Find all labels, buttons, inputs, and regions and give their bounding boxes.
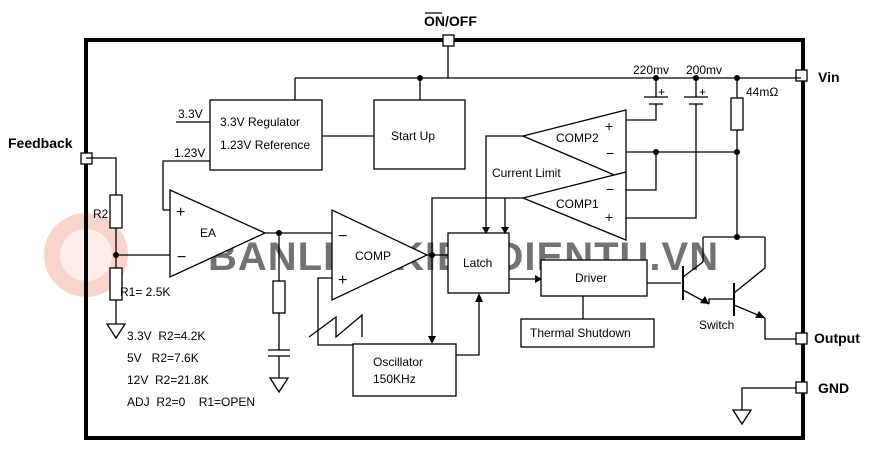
wire (733, 267, 766, 294)
regulator-label-1: 3.3V Regulator (220, 115, 300, 129)
driver-block (540, 259, 648, 297)
wire (731, 409, 753, 426)
ea-minus: − (177, 249, 186, 266)
wire (741, 387, 796, 410)
wire (485, 135, 523, 233)
wire (626, 104, 697, 219)
startup-label: Start Up (391, 129, 435, 143)
sawtooth (308, 313, 363, 339)
label-3v3: 3.3V (178, 107, 203, 121)
pwm-comparator (331, 208, 429, 302)
latch-label: Latch (463, 256, 492, 270)
comp-minus: − (338, 228, 347, 245)
thermal-block (520, 318, 655, 348)
wire (268, 377, 290, 394)
wire (626, 104, 657, 121)
current-limit-label: Current Limit (492, 166, 561, 180)
comp2-minus: − (606, 145, 614, 161)
wire (86, 157, 117, 195)
comp-label: COMP (355, 249, 391, 263)
pin-vin (795, 69, 808, 82)
wire (700, 296, 709, 304)
pin-label-output: Output (814, 330, 860, 346)
ea-label: EA (200, 226, 216, 240)
label-1v23: 1.23V (174, 146, 205, 160)
table-row-2: 5V R2=7.6K (127, 351, 199, 365)
comp2-label: COMP2 (556, 131, 599, 145)
wire (708, 298, 734, 304)
wire (535, 275, 542, 283)
pin-gnd (795, 381, 808, 394)
table-row-1: 3.3V R2=4.2K (127, 329, 205, 343)
label-sense: 44mΩ (746, 85, 778, 99)
pin-label-vin: Vin (818, 69, 840, 85)
regulator-block (209, 99, 323, 171)
wire (105, 323, 127, 340)
wire (456, 298, 480, 356)
latch-block (447, 232, 510, 294)
comp-resistor (272, 280, 286, 314)
wire (431, 197, 523, 255)
switch-label: Switch (699, 318, 734, 332)
comp1-label: COMP1 (556, 197, 599, 211)
ref2-plus: + (699, 85, 706, 99)
table-row-4: ADJ R2=0 R1=OPEN (127, 395, 255, 409)
pin-label-feedback: Feedback (8, 135, 73, 151)
wire (482, 227, 490, 234)
resistor-r2 (109, 194, 123, 229)
pin-label-on-off: ON/OFF (424, 13, 477, 29)
wire (755, 311, 765, 318)
comp1 (520, 171, 627, 241)
wire (475, 293, 483, 302)
label-r2: R2 (93, 207, 109, 221)
ea-plus: + (176, 204, 185, 221)
sense-resistor (730, 97, 744, 131)
pin-on-off (442, 34, 455, 47)
comp1-minus: − (606, 181, 614, 197)
comp1-plus: + (605, 209, 613, 225)
regulator-label-2: 1.23V Reference (220, 138, 310, 152)
wire (626, 152, 657, 191)
pin-label-gnd: GND (818, 380, 849, 396)
wire (428, 336, 436, 344)
wire (447, 46, 801, 79)
osc-label-1: Oscillator (373, 355, 423, 369)
label-220mv: 220mv (633, 63, 669, 77)
comp2-plus: + (605, 118, 613, 134)
comp-plus: + (338, 272, 347, 289)
ref1-plus: + (658, 85, 665, 99)
pin-output (795, 332, 808, 345)
wire (764, 318, 796, 340)
switch-transistors (682, 236, 766, 319)
wire (501, 227, 509, 234)
label-200mv: 200mv (686, 63, 722, 77)
table-row-3: 12V R2=21.8K (127, 373, 209, 387)
label-r1: R1= 2.5K (120, 285, 170, 299)
wire (682, 261, 704, 278)
oscillator-block (352, 343, 457, 397)
startup-block (373, 99, 466, 170)
wire (317, 277, 353, 346)
comp2 (520, 109, 627, 181)
driver-label: Driver (575, 271, 607, 285)
wire (162, 160, 210, 210)
error-amplifier (169, 188, 267, 279)
thermal-label: Thermal Shutdown (530, 326, 631, 340)
osc-label-2: 150KHz (373, 372, 416, 386)
